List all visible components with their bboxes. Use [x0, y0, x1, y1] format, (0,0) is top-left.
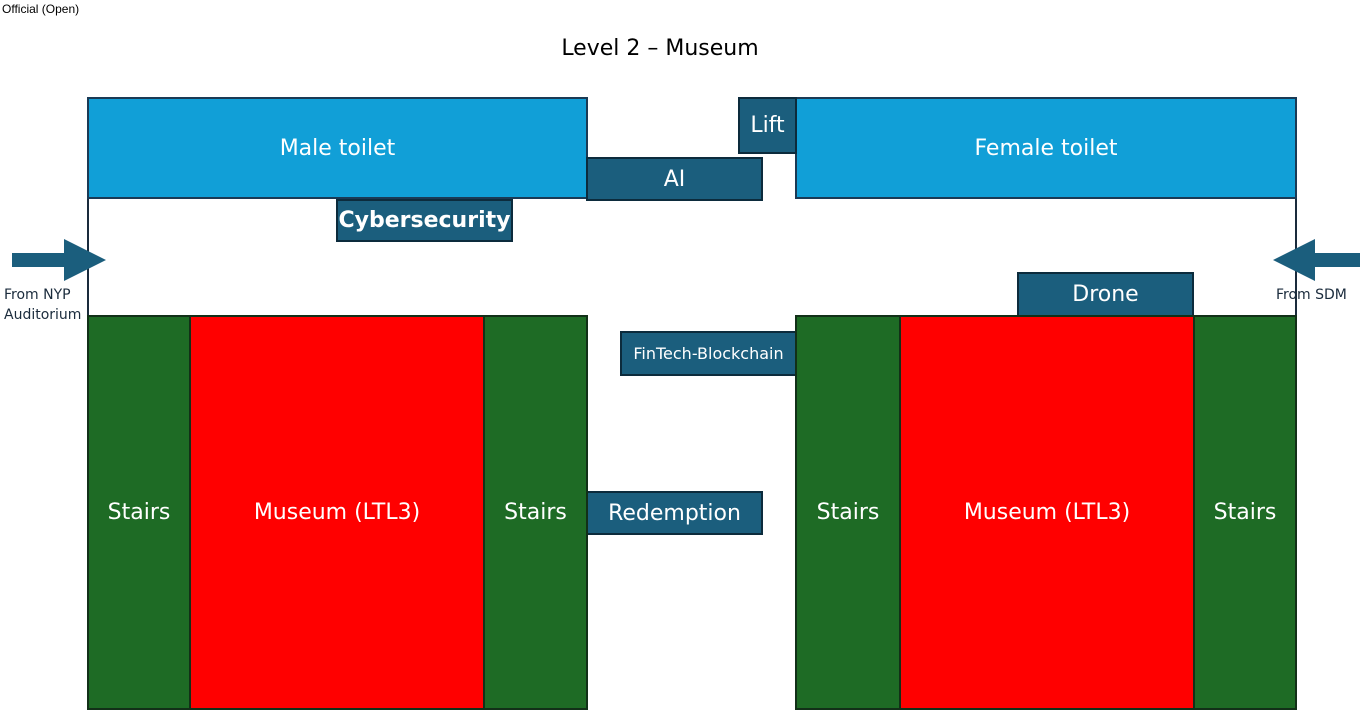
arrow-left-icon — [1273, 239, 1360, 281]
entrance-left-line1: From NYP — [4, 287, 71, 303]
stairs-right-inner: Stairs — [795, 315, 901, 710]
entrance-left-line2: Auditorium — [4, 307, 82, 323]
stairs-right-outer: Stairs — [1193, 315, 1297, 710]
lift: Lift — [738, 97, 797, 154]
arrow-right-icon — [12, 239, 106, 281]
booth-redemption: Redemption — [586, 491, 763, 535]
booth-cybersecurity: Cybersecurity — [336, 199, 513, 242]
male-toilet-label: Male toilet — [279, 135, 396, 161]
booth-drone: Drone — [1017, 272, 1194, 317]
booth-fintech-label: FinTech-Blockchain — [633, 344, 784, 363]
booth-ai-label: AI — [663, 166, 686, 192]
stairs-left-inner: Stairs — [483, 315, 588, 710]
stairs-left-outer: Stairs — [87, 315, 191, 710]
stairs-label: Stairs — [107, 500, 171, 525]
booth-drone-label: Drone — [1072, 282, 1139, 307]
lift-label: Lift — [750, 113, 785, 138]
page-title: Level 2 – Museum — [561, 36, 759, 61]
museum-right: Museum (LTL3) — [899, 315, 1195, 710]
entrance-right-caption: From SDM — [1276, 285, 1360, 305]
museum-left-label: Museum (LTL3) — [253, 500, 421, 525]
corridor-top-opening — [588, 95, 795, 101]
booth-cybersecurity-label: Cybersecurity — [338, 208, 511, 233]
entrance-left-caption: From NYP Auditorium — [4, 285, 94, 325]
stairs-label: Stairs — [816, 500, 880, 525]
museum-right-label: Museum (LTL3) — [963, 500, 1131, 525]
museum-left: Museum (LTL3) — [189, 315, 485, 710]
entrance-right-label: From SDM — [1276, 287, 1347, 303]
booth-fintech-blockchain: FinTech-Blockchain — [620, 331, 797, 376]
stairs-label: Stairs — [1213, 500, 1277, 525]
booth-redemption-label: Redemption — [608, 500, 741, 526]
female-toilet-label: Female toilet — [974, 135, 1118, 161]
stairs-label: Stairs — [504, 500, 567, 525]
booth-ai: AI — [586, 157, 763, 201]
female-toilet: Female toilet — [795, 97, 1297, 199]
male-toilet: Male toilet — [87, 97, 588, 199]
corridor-bottom-opening — [588, 706, 795, 712]
classification-label: Official (Open) — [2, 2, 80, 16]
